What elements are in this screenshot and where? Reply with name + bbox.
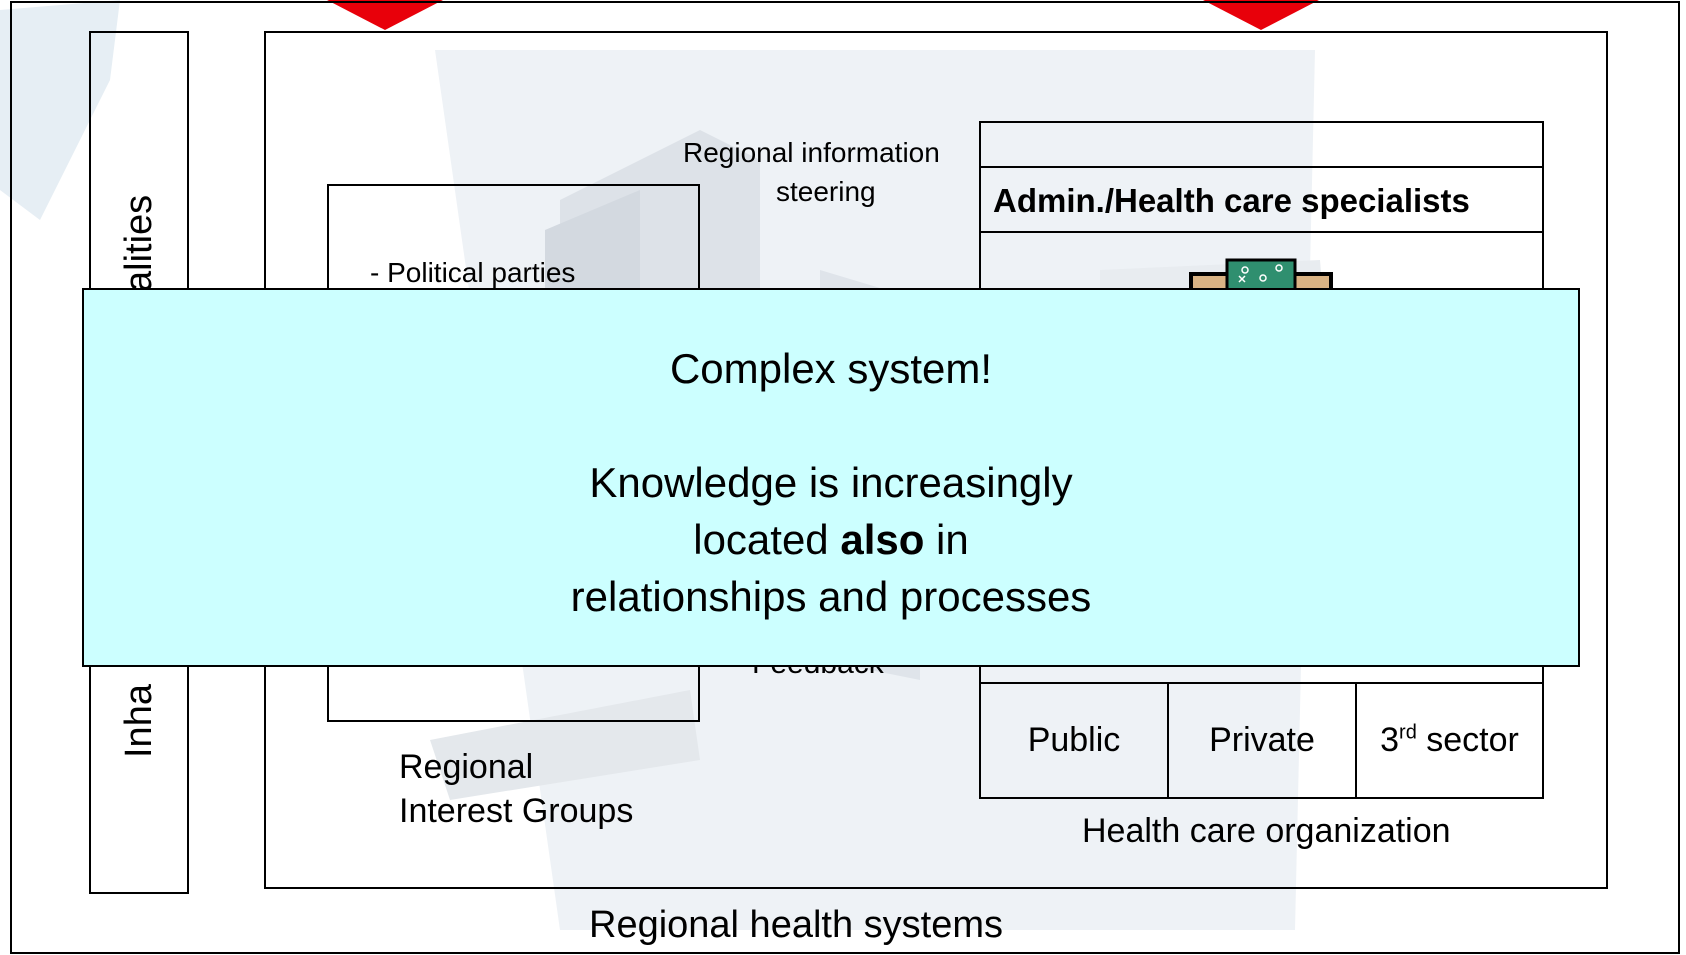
frame-label: Regional health systems [589, 904, 1003, 946]
interest-caption-line1: Regional [399, 748, 534, 786]
org-cell-private-label: Private [1209, 721, 1315, 759]
callout-line4: relationships and processes [570, 573, 1092, 620]
third-main: 3 [1380, 721, 1400, 759]
callout-line3-bold: also [840, 516, 925, 563]
third-rest: sector [1416, 721, 1519, 759]
outer-frame [10, 1, 1680, 954]
callout-line2: Knowledge is increasingly [589, 459, 1073, 506]
callout-line3-pre: located [693, 516, 841, 563]
org-cell-third-sector: 3rd sector [1355, 682, 1544, 799]
callout-line3: located also in [84, 511, 1578, 568]
interest-caption-line2: Interest Groups [399, 792, 634, 830]
callout-line1: Complex system! [669, 345, 993, 392]
complex-system-callout: Complex system! Knowledge is increasingl… [82, 288, 1580, 667]
callout-spacer [84, 397, 1578, 454]
third-sup: rd [1399, 721, 1417, 744]
clipboard-icon [1189, 258, 1333, 292]
red-arrow-right-icon [1203, 0, 1319, 30]
steering-label-line1: Regional information [683, 137, 940, 168]
org-cell-public-label: Public [1027, 721, 1121, 759]
inhabitants-label-bottom: Inha [118, 684, 160, 758]
org-cell-private: Private [1167, 682, 1357, 799]
red-arrow-left-icon [327, 0, 443, 30]
inhabitants-label-top: alities [118, 194, 160, 292]
org-cell-public: Public [979, 682, 1169, 799]
steering-label-line2: steering [776, 176, 876, 207]
interest-item-political-parties: - Political parties [370, 257, 576, 288]
org-cell-third-sector-label: 3rd sector [1380, 721, 1519, 760]
callout-line3-post: in [924, 516, 969, 563]
specialists-header-row [979, 166, 1544, 233]
specialists-header: Admin./Health care specialists [993, 182, 1470, 219]
org-caption: Health care organization [1082, 812, 1451, 850]
